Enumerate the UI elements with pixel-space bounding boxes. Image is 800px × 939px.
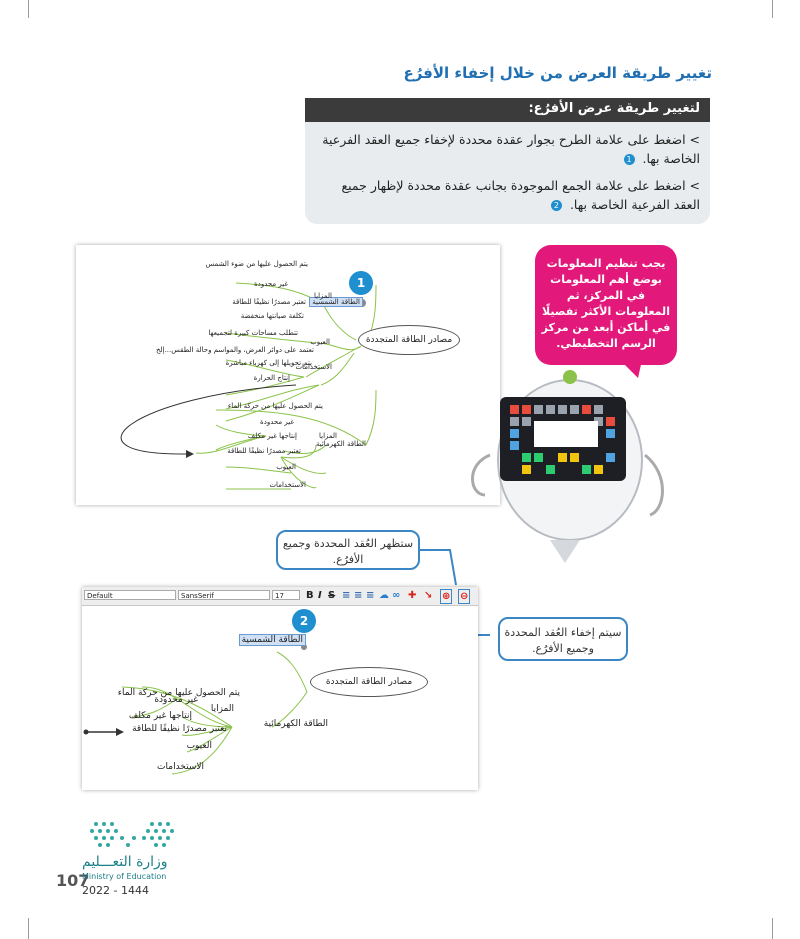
step-item: > اضغط على علامة الطرح بجوار عقدة محددة … <box>315 130 700 168</box>
tip-bubble: يجب تنظيم المعلومات بوضع أهم المعلومات ف… <box>535 245 677 365</box>
node-label[interactable]: المزايا <box>313 292 332 300</box>
node-label[interactable]: إنتاجها غير مكلف <box>128 711 192 721</box>
link-icon[interactable]: ∞ <box>392 590 401 601</box>
node-solar[interactable]: الطاقة الشمسية <box>238 634 306 646</box>
step-text: > اضغط على علامة الجمع الموجودة بجانب عق… <box>341 178 700 212</box>
center-node[interactable]: مصادر الطاقة المتجددة <box>310 667 428 697</box>
bold-button[interactable]: B <box>306 590 314 601</box>
step-badge: 2 <box>292 609 316 633</box>
node-label[interactable]: المزايا <box>318 432 337 440</box>
center-node[interactable]: مصادر الطاقة المتجددة <box>358 325 460 355</box>
callout-hide-nodes: سيتم إخفاء العُقد المحددة وجميع الأفرُع. <box>498 617 628 661</box>
node-hydro[interactable]: الطاقة الكهرمائية <box>315 440 366 448</box>
editor-toolbar: Default SansSerif 17 B I S ≡ ≡ ≡ ☁ ∞ ✚ ↘… <box>82 587 478 606</box>
node-label[interactable]: تتطلب مساحات كبيرة لتجميعها <box>208 329 298 337</box>
step-item: > اضغط على علامة الجمع الموجودة بجانب عق… <box>315 176 700 214</box>
year-label: 2022 - 1444 <box>82 884 149 897</box>
font-size-value: 17 <box>275 592 284 600</box>
mindmap-screenshot-expanded: 1 مصادر الطاقة المتجددة الطاقة الشمسية ي… <box>76 245 500 505</box>
font-value: SansSerif <box>181 592 214 600</box>
node-label[interactable]: تعتبر مصدرًا نظيفًا للطاقة <box>232 298 306 306</box>
node-label[interactable]: غير محدودة <box>254 280 288 288</box>
node-label[interactable]: المزايا <box>210 704 234 714</box>
node-hydro[interactable]: الطاقة الكهرمائية <box>263 719 328 729</box>
node-label[interactable]: يتم الحصول عليها من حركة الماء <box>117 688 240 698</box>
crop-mark <box>772 918 773 939</box>
node-label[interactable]: تكلفة صيانتها منخفضة <box>240 312 304 320</box>
step-badge: 1 <box>349 271 373 295</box>
node-label[interactable]: تعتبر مصدرًا نظيفًا للطاقة <box>132 724 227 734</box>
node-label[interactable]: تعتمد على دوائر العرض، والمواسم وحالة ال… <box>155 346 314 354</box>
align-center-icon[interactable]: ≡ <box>354 590 363 601</box>
node-label[interactable]: غير محدودة <box>154 695 198 705</box>
align-left-icon[interactable]: ≡ <box>342 590 351 601</box>
node-solar[interactable]: الطاقة الشمسية <box>309 297 363 307</box>
connector-icon[interactable]: ↘ <box>424 590 433 601</box>
cloud-icon[interactable]: ☁ <box>379 590 389 601</box>
node-label[interactable]: إنتاجها غير مكلف <box>247 432 297 440</box>
steps-title: لتغيير طريقة عرض الأفرُع: <box>305 98 710 122</box>
node-label[interactable]: إنتاج الحرارة <box>253 374 290 382</box>
page-number: 107 <box>56 871 90 890</box>
mindmap-screenshot-collapsed: Default SansSerif 17 B I S ≡ ≡ ≡ ☁ ∞ ✚ ↘… <box>82 587 478 790</box>
crop-mark <box>28 0 29 18</box>
font-size-dropdown[interactable]: 17 <box>272 590 300 600</box>
node-label[interactable]: غير محدودة <box>260 418 294 426</box>
font-dropdown[interactable]: SansSerif <box>178 590 270 600</box>
node-label[interactable]: الاستخدامات <box>157 762 204 772</box>
step-number: 1 <box>623 154 635 165</box>
align-right-icon[interactable]: ≡ <box>366 590 375 601</box>
crop-mark <box>772 0 773 18</box>
steps-box: لتغيير طريقة عرض الأفرُع: > اضغط على علا… <box>305 98 710 224</box>
node-label[interactable]: يتم الحصول عليها من ضوء الشمس <box>205 260 308 268</box>
bubble-tail <box>620 360 642 378</box>
node-label[interactable]: الاستخدامات <box>269 481 306 489</box>
ministry-logo: وزارة التعـــليم <box>60 820 190 870</box>
mindmap-connectors <box>83 644 308 775</box>
step-text: > اضغط على علامة الطرح بجوار عقدة محددة … <box>322 132 700 166</box>
node-label[interactable]: يتم الحصول عليها من حركة الماء <box>227 402 323 410</box>
node-label[interactable]: الاستخدامات <box>295 363 332 371</box>
node-label[interactable]: تعتبر مصدرًا نظيفًا للطاقة <box>227 447 301 455</box>
logo-dots-icon <box>90 822 174 847</box>
style-value: Default <box>87 592 113 600</box>
node-label[interactable]: العيوب <box>310 338 330 346</box>
node-label[interactable]: العيوب <box>186 741 212 751</box>
page-heading: تغيير طريقة العرض من خلال إخفاء الأفرُع <box>403 64 712 82</box>
node-label[interactable]: يتم تحويلها إلى كهرباء مباشرة <box>225 359 312 367</box>
style-dropdown[interactable]: Default <box>84 590 176 600</box>
strike-button[interactable]: S <box>328 590 336 601</box>
collapse-minus-icon[interactable]: ⊖ <box>458 589 471 604</box>
expand-plus-icon[interactable]: ⊕ <box>440 589 453 604</box>
callout-show-nodes: ستظهر العُقد المحددة وجميع الأفرُع. <box>276 530 420 570</box>
node-label[interactable]: العيوب <box>276 463 296 471</box>
italic-button[interactable]: I <box>318 590 322 601</box>
robot-illustration <box>471 370 664 563</box>
crop-mark <box>28 918 29 939</box>
ministry-name-en: Ministry of Education <box>82 872 167 881</box>
add-node-icon[interactable]: ✚ <box>408 590 417 601</box>
step-number: 2 <box>550 200 562 211</box>
ministry-name-ar: وزارة التعـــليم <box>82 854 168 870</box>
